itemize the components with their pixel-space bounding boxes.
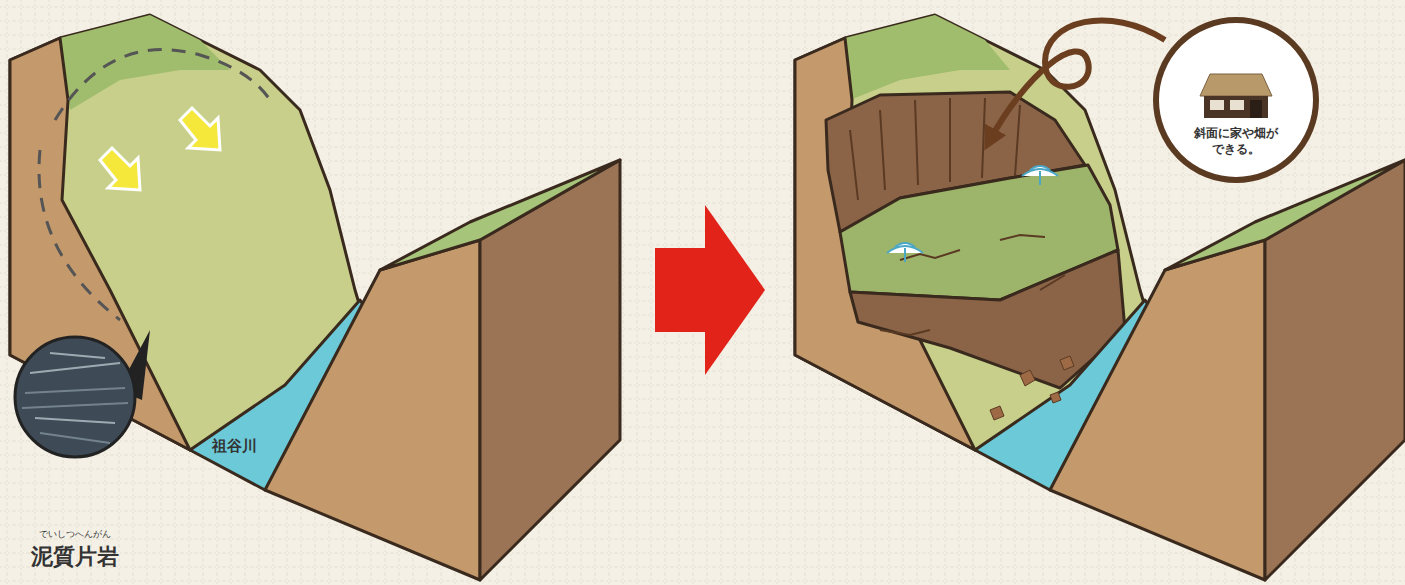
rock-texture — [50, 353, 105, 358]
rock-texture — [40, 433, 110, 443]
before-block — [10, 15, 620, 580]
movement-arrow — [100, 108, 220, 190]
rock-texture — [22, 403, 128, 408]
info-callout: 斜面に家や畑が できる。 — [1152, 16, 1320, 184]
rock-photo-callout: でいしつへんがん泥質片岩 — [10, 333, 140, 578]
callout-text: 斜面に家や畑が できる。 — [1188, 126, 1284, 157]
rock-name: 泥質片岩 — [10, 543, 140, 572]
rock-texture — [25, 388, 125, 393]
curl-arrow — [990, 20, 1165, 140]
slip-line — [55, 50, 270, 120]
house-icon — [1200, 74, 1272, 118]
after-block — [795, 15, 1405, 580]
transition-arrow — [655, 205, 765, 375]
rock-texture — [30, 363, 120, 373]
callout-ring — [1156, 20, 1316, 180]
rock-circle — [10, 333, 140, 463]
falling-rocks — [990, 356, 1074, 420]
scar-lines — [850, 98, 1065, 335]
callout-circle — [1152, 16, 1320, 184]
ruby-reading: でいしつへんがん — [10, 529, 140, 541]
rock-texture — [35, 418, 115, 423]
rock-photo — [15, 337, 135, 457]
spring-symbol — [887, 166, 1058, 262]
river-name: 祖谷川 — [212, 437, 257, 456]
slip-line — [39, 150, 120, 320]
